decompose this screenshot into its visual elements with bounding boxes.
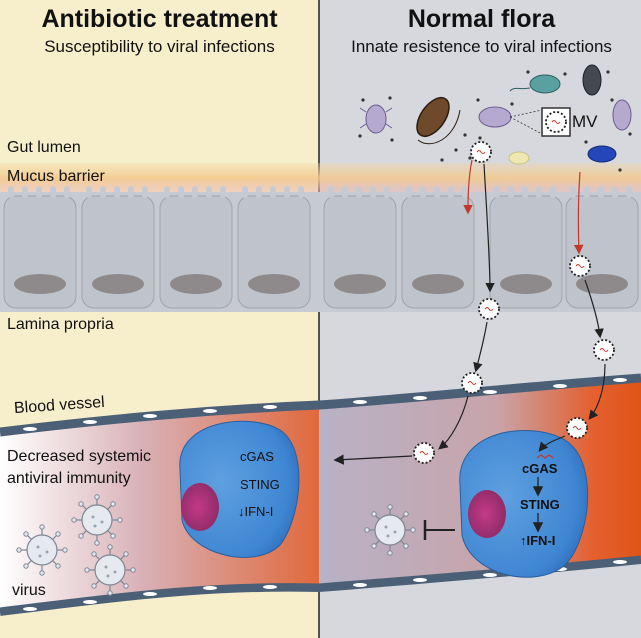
left-sting-label: STING xyxy=(240,477,280,492)
right-cgas-label: cGAS xyxy=(522,461,558,476)
dna-fragment-icon xyxy=(536,454,554,459)
inhibition-arrow xyxy=(423,520,455,540)
right-subtitle: Innate resistence to viral infections xyxy=(351,37,612,56)
left-cgas-label: cGAS xyxy=(240,449,274,464)
virus-icon xyxy=(364,504,416,556)
right-ifn-label: ↑IFN-I xyxy=(520,533,556,548)
mv-label: MV xyxy=(572,112,598,131)
left-subtitle: Susceptibility to viral infections xyxy=(44,37,275,56)
virus-icon xyxy=(84,544,136,596)
left-immune-cell xyxy=(179,420,300,558)
virus-icon xyxy=(16,524,68,576)
epithelium xyxy=(0,186,641,312)
mv-pathway-2 xyxy=(538,171,615,452)
right-sting-label: STING xyxy=(520,497,560,512)
left-title: Antibiotic treatment xyxy=(41,5,278,33)
left-immunity-label: Decreased systemic antiviral immunity xyxy=(7,448,152,487)
mucus-band xyxy=(0,163,641,193)
down-arrow-icon: ↓ xyxy=(238,504,245,519)
right-title: Normal flora xyxy=(407,5,556,33)
virus-label: virus xyxy=(12,582,46,599)
bacteria-group xyxy=(358,64,632,172)
mv-inset xyxy=(509,107,571,137)
lamina-propria-label: Lamina propria xyxy=(7,316,114,333)
up-arrow-icon: ↑ xyxy=(520,533,527,548)
gut-lumen-label: Gut lumen xyxy=(7,139,81,156)
mucus-barrier-label: Mucus barrier xyxy=(7,168,105,185)
right-immune-cell xyxy=(459,430,589,578)
left-ifn-label: ↓IFN-I xyxy=(238,504,274,519)
virus-icon xyxy=(71,494,123,546)
mv-pathway-1 xyxy=(333,141,500,465)
